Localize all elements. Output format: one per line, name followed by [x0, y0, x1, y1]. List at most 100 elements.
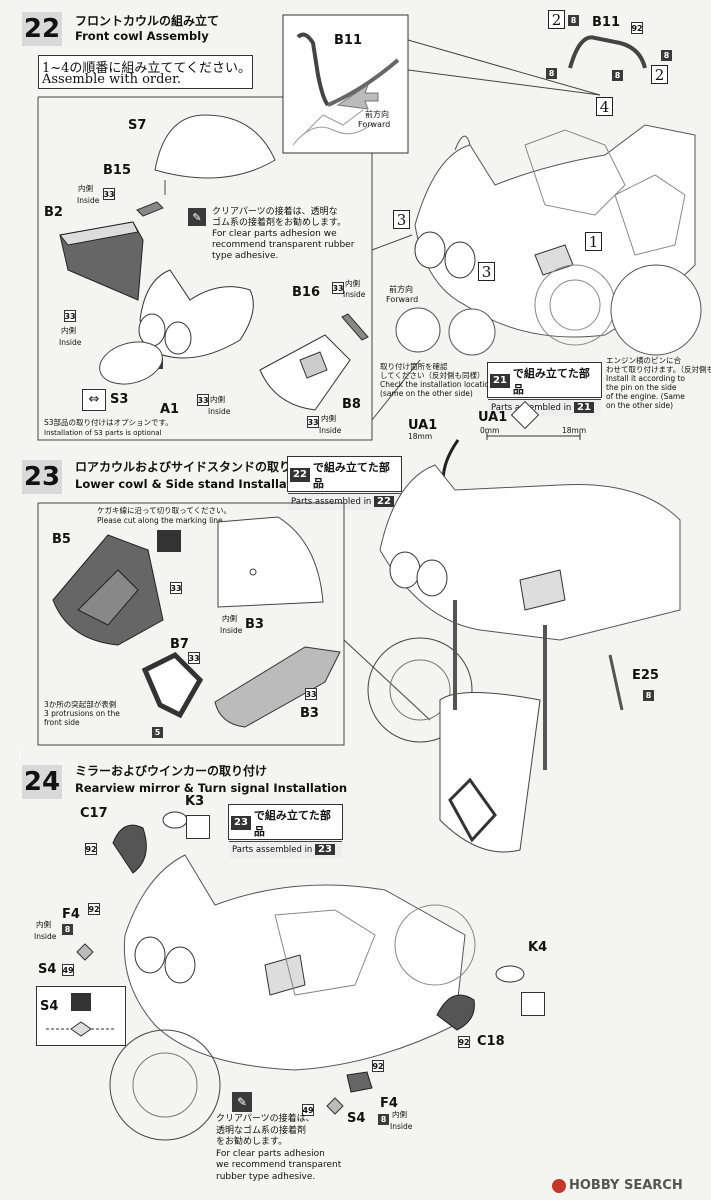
part-label-b11-inset: B11 [334, 33, 362, 48]
order-mark-3a: 3 [393, 210, 410, 229]
inside-jp-b16: 内側 [345, 279, 360, 288]
step-title-jp: ミラーおよびウインカーの取り付け [75, 764, 268, 778]
ref-text-jp: で組み立てた部品 [312, 461, 390, 490]
ref-text-jp: で組み立てた部品 [253, 809, 331, 838]
part-label-s4-detail: S4 [40, 999, 59, 1014]
part-label-f4-left: F4 [62, 907, 80, 922]
protrusion-note: 3か所の突起部が表側 3 protrusions on the front si… [44, 700, 120, 727]
inside-en-f4r: Inside [390, 1122, 413, 1131]
bike-front-drawing-24 [109, 854, 476, 1141]
inside-en-b15: Inside [77, 196, 100, 205]
ref-num-2: 23 [315, 844, 335, 855]
detail-circles [395, 264, 702, 356]
ref-num-2: 21 [574, 402, 594, 413]
c18-mirror [436, 994, 475, 1031]
glue-icon: ✎ [188, 208, 206, 226]
part-label-b16: B16 [292, 285, 320, 300]
part-label-b2: B2 [44, 205, 63, 220]
ua1-scale-bar [486, 432, 581, 440]
step-title-jp: フロントカウルの組み立て [75, 14, 220, 28]
paint-badge-33: 33 [103, 188, 115, 200]
paint-badge-8-b: 8 [661, 50, 672, 61]
order-mark-2: 2 [548, 10, 565, 29]
inside-jp-b8: 内側 [321, 414, 336, 423]
paint-badge-8-f4r: 8 [378, 1114, 389, 1125]
forward-jp-inset: 前方向 [365, 110, 389, 119]
ref-num-2: 22 [374, 496, 394, 507]
paint-badge-33-b3: 33 [305, 688, 317, 700]
windscreen-s7 [154, 114, 276, 195]
inside-en-b8: Inside [319, 426, 342, 435]
part-label-b5: B5 [52, 532, 71, 547]
paint-badge-33-b2: 33 [64, 310, 76, 322]
cut-knife-icon [157, 530, 181, 552]
inside-en-a1: Inside [208, 407, 231, 416]
inside-jp-b2: 内側 [61, 326, 76, 335]
glue-icon-24: ✎ [232, 1092, 252, 1112]
inside-jp-a1: 内側 [210, 395, 225, 404]
paint-badge-92: 92 [631, 22, 643, 34]
b8-panel [259, 334, 351, 411]
paint-badge-33-a1: 33 [197, 394, 209, 406]
paint-badge-33-b16: 33 [332, 282, 344, 294]
b3-panel [217, 516, 324, 608]
check-location-note: 取り付け箇所を確認 してください（反対側も同様） Check the insta… [380, 362, 494, 398]
paint-badge-33-b7: 33 [188, 652, 200, 664]
part-label-b3-upper: B3 [245, 617, 264, 632]
paint-badge-8-e25: 8 [643, 690, 654, 701]
part-label-s7: S7 [128, 118, 147, 133]
part-label-b7: B7 [170, 637, 189, 652]
ref-num: 23 [231, 816, 251, 830]
order-mark-1: 1 [585, 232, 602, 251]
ref-box-23: 23 で組み立てた部品 Parts assembled in 23 [228, 804, 343, 858]
step-title-jp: ロアカウルおよびサイドスタンドの取り付け [75, 460, 316, 474]
cut-knife-icon-s4 [71, 993, 91, 1011]
part-label-b11: B11 [592, 15, 620, 30]
b7-part [141, 651, 204, 719]
part-label-s3: S3 [110, 392, 129, 407]
cut-icon-k4 [521, 992, 545, 1016]
forward-jp: 前方向 [389, 285, 413, 294]
part-label-c17: C17 [80, 806, 108, 821]
part-label-a1: A1 [160, 402, 180, 417]
step-number: 24 [22, 765, 62, 799]
part-label-s4-left: S4 [38, 962, 57, 977]
inside-jp-f4: 内側 [36, 920, 51, 929]
ref-num: 21 [490, 374, 510, 388]
part-label-k3: K3 [185, 794, 205, 809]
part-label-c18: C18 [477, 1034, 505, 1049]
part-label-ua1: UA1 [408, 418, 438, 433]
paint-badge-33-b5: 33 [170, 582, 182, 594]
paint-badge-49: 49 [62, 964, 74, 976]
inside-jp-f4r: 内側 [392, 1110, 407, 1119]
cut-note-en: Please cut along the marking line. [97, 516, 226, 525]
paint-badge-8-a: 8 [568, 15, 579, 26]
clear-parts-note-22: クリアパーツの接着は、透明な ゴム系の接着剤をお勧めします。 For clear… [212, 207, 355, 261]
inside-jp-b3: 内側 [222, 614, 237, 623]
cut-icon-k3 [186, 815, 210, 839]
option-note-en: Installation of S3 parts is optional [44, 429, 162, 437]
order-mark-2b: 2 [651, 65, 668, 84]
bike-side-drawing [367, 439, 681, 853]
paint-badge-5-b7: 5 [152, 727, 163, 738]
inside-en-f4: Inside [34, 932, 57, 941]
paint-badge-8-c: 8 [546, 68, 557, 79]
step-number: 22 [22, 12, 62, 46]
ref-text-en: Parts assembled in [232, 845, 313, 855]
step-title-en: Front cowl Assembly [75, 29, 209, 43]
s4-cut-drawing [46, 1021, 116, 1037]
inside-en-b16: Inside [343, 290, 366, 299]
clear-parts-note-24: クリアパーツの接着は、 透明なゴム系の接着剤 をお勧めします。 For clea… [216, 1114, 342, 1182]
paint-badge-8-d: 8 [612, 70, 623, 81]
part-label-k4: K4 [528, 940, 548, 955]
paint-badge-92-c17: 92 [85, 843, 97, 855]
ua1-scale-18: 18mm [562, 426, 587, 435]
cut-note-jp: ケガキ線に沿って切り取ってください。 [97, 506, 232, 515]
b2-part [59, 221, 144, 301]
part-label-b8: B8 [342, 397, 361, 412]
order-note-en: Assemble with order. [42, 72, 182, 87]
step-number: 23 [22, 460, 62, 494]
f4-right-part [346, 1071, 373, 1093]
ref-box-22: 22 で組み立てた部品 Parts assembled in 22 [287, 456, 402, 510]
